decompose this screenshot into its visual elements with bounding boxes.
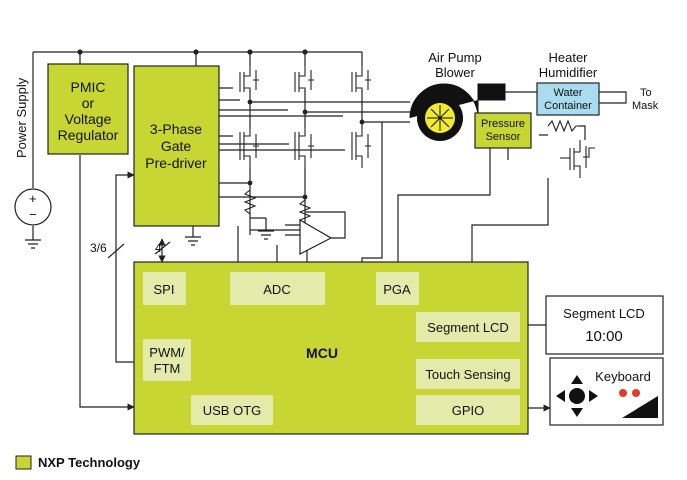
junction-dots [77,49,365,200]
sense-resistor-a-icon [243,189,257,215]
predriver-label-3: Pre-driver [145,155,207,171]
gpio-block [416,395,520,425]
op-amp-icon [299,218,333,255]
air-pump-label-1: Air Pump [428,50,481,65]
segment-lcd-label: Segment LCD [427,320,509,335]
heater-resistor-icon [547,119,579,133]
spi-bus-width-label: 4 [155,241,162,255]
predriver-label-2: Gate [161,138,192,154]
pressure-sensor: Pressure Sensor [474,112,532,149]
touch-sensing-label: Touch Sensing [425,367,510,382]
water-container-box [536,82,600,116]
gpio-label: GPIO [452,403,485,418]
mosfet-low-a-icon [239,128,259,168]
adc-label: ADC [263,282,290,297]
heater-mosfet-icon [560,140,595,178]
pga-label: PGA [383,282,411,297]
segment-lcd-block [416,312,520,342]
air-pump-label-2: Blower [435,65,475,80]
heater-humidifier: Heater Humidifier Water Container To Mas… [536,50,659,178]
mosfet-bridge [239,66,371,225]
to-mask-label-1: To [640,87,652,99]
power-supply-label: Power Supply [14,77,29,158]
mosfet-high-a-icon [239,66,259,92]
segment-lcd-display-value: 10:00 [585,328,623,345]
keyboard: Keyboard [549,357,664,426]
pmic-label-2: or [82,95,95,111]
legend: NXP Technology [15,455,141,470]
mcu-block: MCU SPI ADC PGA Segment LCD PWM/ FTM Tou… [133,261,529,435]
water-container-label-1: Water [554,87,583,99]
pmic-block: PMIC or Voltage Regulator [47,63,129,155]
mosfet-high-c-icon [351,66,371,92]
spi-block [143,272,186,305]
dpad-icon [556,375,598,417]
segment-lcd-display: Segment LCD 10:00 [545,295,664,355]
pmic-label-3: Voltage [65,111,112,127]
heater-label-2: Humidifier [539,65,598,80]
power-supply: Power Supply + − [14,77,52,226]
legend-swatch [15,455,32,470]
predriver-label-1: 3-Phase [150,121,202,137]
usb-otg-block [191,395,273,425]
predriver-block: 3-Phase Gate Pre-driver [133,65,220,227]
touch-sensing-block [416,359,520,389]
pmic-label-1: PMIC [71,79,106,95]
mosfet-high-b-icon [294,66,314,92]
pga-block [376,272,419,305]
led-icon [632,389,640,397]
to-mask-label-2: Mask [632,100,659,112]
power-minus-sign: − [29,207,37,222]
heater-label-1: Heater [548,50,588,65]
blower-fan-icon [409,83,506,141]
led-icon [619,389,627,397]
legend-label: NXP Technology [38,455,141,470]
volume-wedge-icon [622,396,658,418]
adc-block [230,272,325,305]
pwm-ftm-label-1: PWM/ [149,345,185,360]
water-container-label-2: Container [544,100,592,112]
mosfet-low-b-icon [294,128,314,168]
pressure-sensor-label-2: Sensor [486,131,521,143]
pwm-ftm-label-2: FTM [154,361,181,376]
segment-lcd-display-title: Segment LCD [563,306,645,321]
ground-symbols [25,230,274,249]
keyboard-label: Keyboard [595,369,651,384]
spi-label: SPI [154,282,175,297]
pressure-sensor-label-1: Pressure [481,118,525,130]
pwm-bus-width-label: 3/6 [90,241,107,255]
mosfet-low-c-icon [351,128,371,168]
power-plus-sign: + [29,191,37,206]
pmic-label-4: Regulator [58,127,119,143]
pwm-ftm-block [143,339,191,381]
battery-icon [14,188,52,226]
air-pump: Air Pump Blower [409,50,506,141]
usb-otg-label: USB OTG [203,403,262,418]
mcu-title: MCU [306,345,338,361]
